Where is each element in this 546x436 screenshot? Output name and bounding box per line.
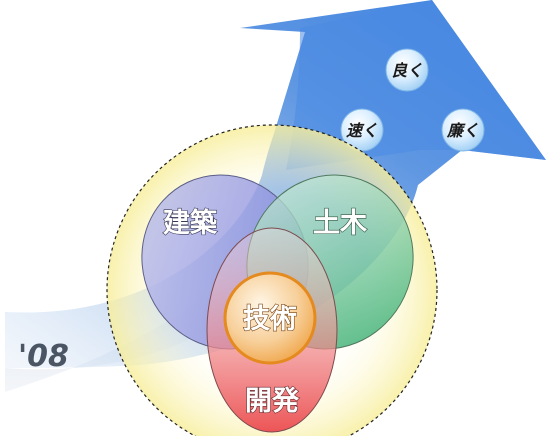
bubble-good-label: 良く [391, 61, 423, 80]
technology-circle [223, 271, 317, 365]
technology-label: 技術 [243, 304, 297, 335]
bubble-fast-label: 速く [346, 121, 378, 140]
bubble-cheap: 廉く [441, 108, 485, 152]
civil-label: 土木 [313, 208, 367, 239]
bubble-good: 良く [385, 48, 429, 92]
architecture-label: 建築 [163, 207, 218, 239]
bubble-fast: 速く [340, 108, 384, 152]
year-label: '08 [18, 339, 69, 374]
bubble-cheap-label: 廉く [446, 121, 479, 140]
development-label: 開発 [245, 386, 300, 417]
